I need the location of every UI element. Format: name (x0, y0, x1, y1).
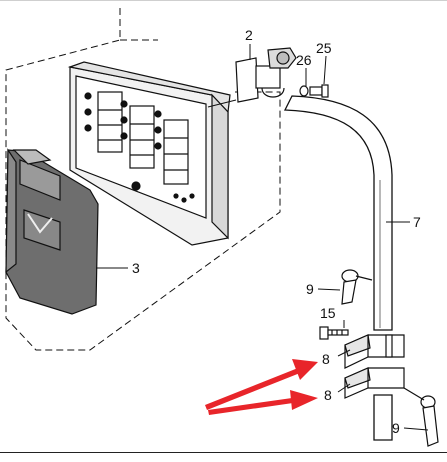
washer (299, 85, 309, 97)
upper-clamp (344, 334, 405, 369)
screw (319, 326, 349, 340)
lever-lower (403, 387, 439, 447)
callout-8-upper: 8 (322, 351, 330, 367)
callout-25: 25 (316, 40, 332, 56)
control-panel (67, 61, 231, 246)
bottom-border-line (0, 452, 447, 453)
leader-lines (96, 44, 429, 431)
panel-display-middle (129, 105, 155, 169)
panel-display-right (163, 119, 189, 185)
top-border-line (0, 0, 447, 1)
callout-9-upper: 9 (306, 281, 314, 297)
callout-7: 7 (413, 214, 421, 230)
red-arrows (205, 359, 318, 415)
arrow-to-upper-clamp (205, 359, 318, 410)
display-bracket (235, 47, 297, 103)
lower-clamp (344, 367, 405, 399)
callout-8-lower: 8 (324, 387, 332, 403)
callout-26: 26 (296, 52, 312, 68)
callout-2: 2 (245, 27, 253, 43)
panel-buttons (84, 92, 195, 203)
protective-cover (5, 148, 99, 315)
callout-3: 3 (132, 260, 140, 276)
panel-display-left (97, 91, 123, 153)
lever-upper (341, 269, 373, 305)
mounting-tube (283, 95, 393, 441)
arrow-to-lower-clamp (208, 390, 318, 415)
callout-15: 15 (320, 305, 336, 321)
dashed-assembly-boundary (5, 8, 281, 351)
callout-9-lower: 9 (392, 420, 400, 436)
bolt (309, 84, 329, 98)
